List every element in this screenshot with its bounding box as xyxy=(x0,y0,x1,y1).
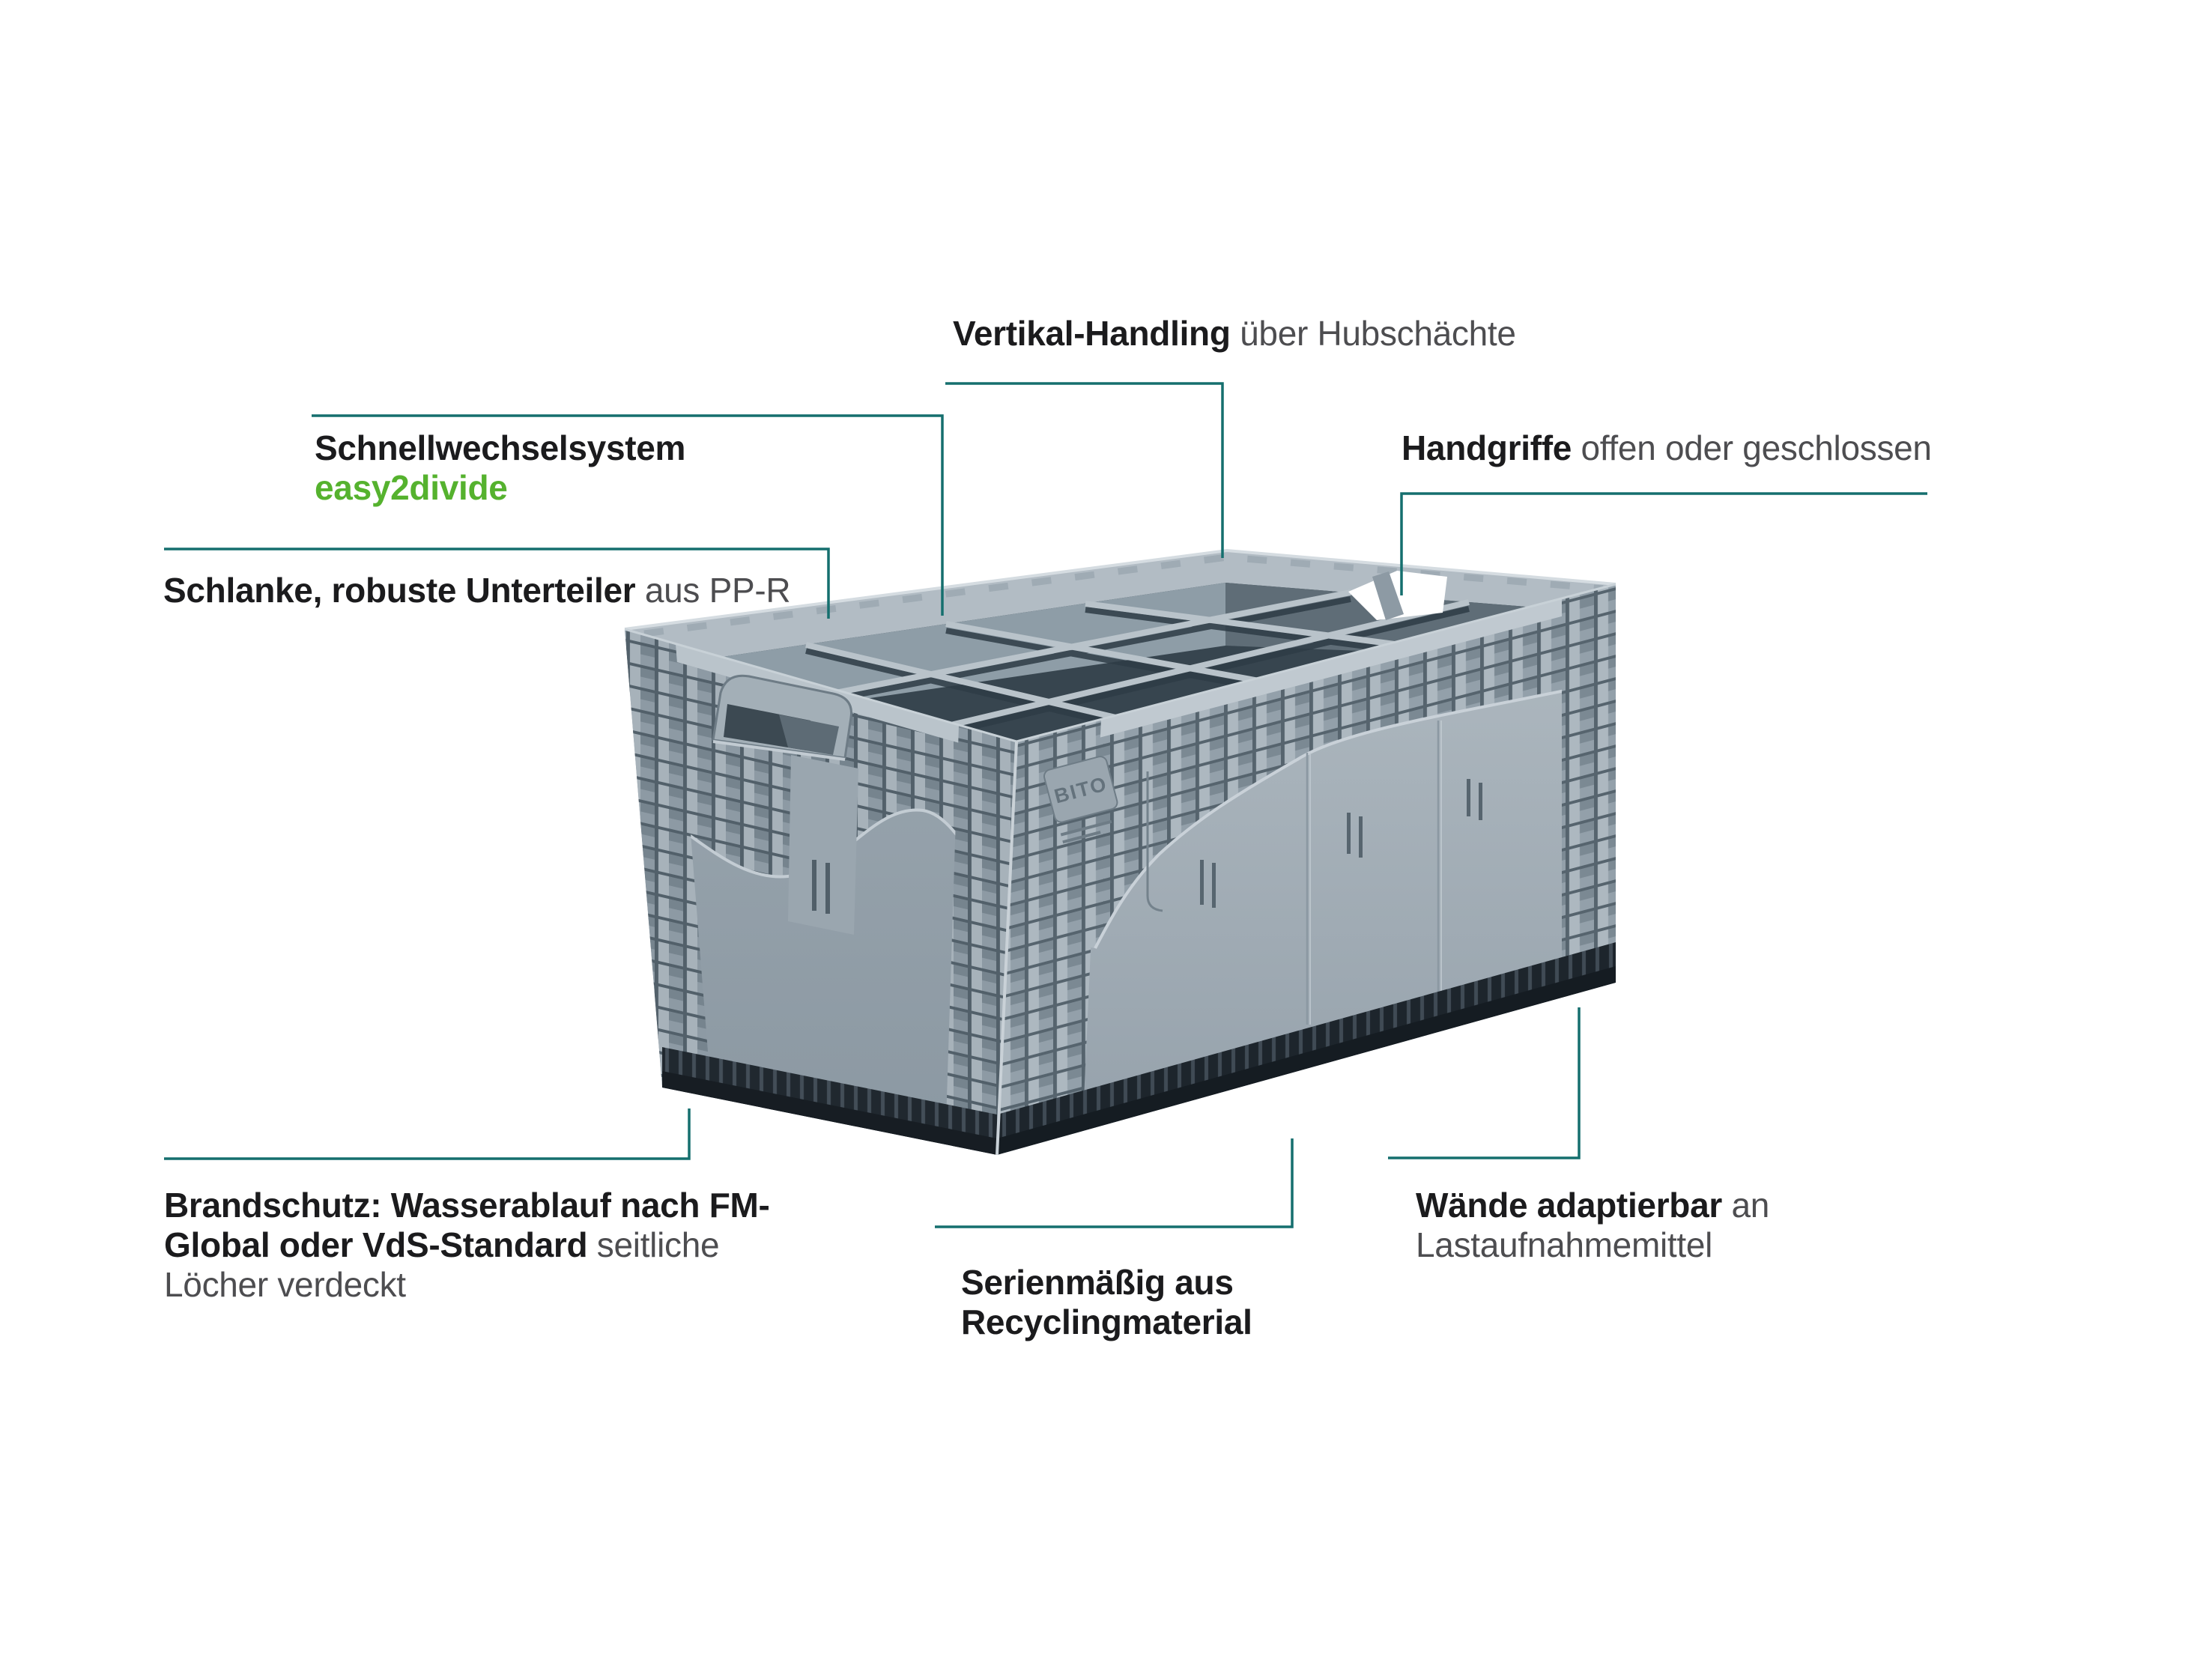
label-serienmaessig-line1-bold: Serienmäßig aus xyxy=(961,1263,1234,1302)
label-schnellwechsel-line2: easy2divide xyxy=(315,468,685,508)
label-vertikal-handling: Vertikal-Handling über Hubschächte xyxy=(953,314,1516,354)
label-serienmaessig-line1: Serienmäßig aus xyxy=(961,1263,1252,1302)
label-waende-line2-regular: Lastaufnahmemittel xyxy=(1416,1225,1713,1264)
label-unterteiler: Schlanke, robuste Unterteiler aus PP-R xyxy=(163,571,791,610)
label-easy2divide: easy2divide xyxy=(315,468,508,507)
label-brandschutz-line2-bold: Global oder VdS-Standard xyxy=(164,1225,588,1264)
label-brandschutz-line2-regular: seitliche xyxy=(587,1225,720,1264)
label-waende-line2: Lastaufnahmemittel xyxy=(1416,1225,1769,1265)
label-brandschutz-line3-regular: Löcher verdeckt xyxy=(164,1265,406,1304)
vent-slots xyxy=(1200,779,1482,908)
label-brandschutz-line2: Global oder VdS-Standard seitliche xyxy=(164,1225,770,1265)
label-waende-bold: Wände adaptierbar xyxy=(1416,1186,1722,1225)
label-schnellwechsel-bold: Schnellwechselsystem xyxy=(315,428,686,467)
label-waende-line1: Wände adaptierbar an xyxy=(1416,1186,1769,1225)
connector-handgriffe xyxy=(1400,492,1927,595)
label-unterteiler-regular: aus PP-R xyxy=(635,571,791,610)
container-box: BITO xyxy=(624,548,1616,1156)
label-waende-line1-regular: an xyxy=(1722,1186,1770,1225)
label-vertikal-regular: über Hubschächte xyxy=(1230,314,1516,353)
connector-brandschutz xyxy=(164,1108,691,1160)
label-handgriffe: Handgriffe offen oder geschlossen xyxy=(1402,428,1932,468)
label-brandschutz-line3: Löcher verdeckt xyxy=(164,1265,770,1305)
label-serienmaessig-line2-bold: Recyclingmaterial xyxy=(961,1302,1252,1341)
label-schnellwechselsystem: Schnellwechselsystem easy2divide xyxy=(315,428,685,508)
label-waende: Wände adaptierbar an Lastaufnahmemittel xyxy=(1416,1186,1769,1265)
connector-waende xyxy=(1388,1007,1581,1159)
label-handgriffe-bold: Handgriffe xyxy=(1402,428,1572,467)
label-schnellwechsel-line1: Schnellwechselsystem xyxy=(315,428,685,468)
label-unterteiler-bold: Schlanke, robuste Unterteiler xyxy=(163,571,636,610)
callout-connectors xyxy=(164,382,1927,1228)
brand-logo-embossed: BITO xyxy=(1043,756,1118,844)
box-left-face xyxy=(625,629,1016,1155)
connector-vertikal-handling xyxy=(945,382,1224,558)
label-handgriffe-regular: offen oder geschlossen xyxy=(1572,428,1932,467)
connector-serienmaessig xyxy=(935,1138,1294,1228)
connector-unterteiler xyxy=(164,548,830,619)
box-right-face: BITO xyxy=(997,584,1616,1155)
label-brandschutz: Brandschutz: Wasserablauf nach FM- Globa… xyxy=(164,1186,770,1305)
divider-tops xyxy=(793,589,1470,737)
handle-cutout-open xyxy=(1348,571,1447,620)
label-serienmaessig-line2: Recyclingmaterial xyxy=(961,1302,1252,1342)
connector-schnellwechselsystem xyxy=(312,414,944,616)
label-vertikal-bold: Vertikal-Handling xyxy=(953,314,1231,353)
label-brandschutz-line1-bold: Brandschutz: Wasserablauf nach FM- xyxy=(164,1186,770,1225)
label-brandschutz-line1: Brandschutz: Wasserablauf nach FM- xyxy=(164,1186,770,1225)
label-serienmaessig: Serienmäßig aus Recyclingmaterial xyxy=(961,1263,1252,1342)
